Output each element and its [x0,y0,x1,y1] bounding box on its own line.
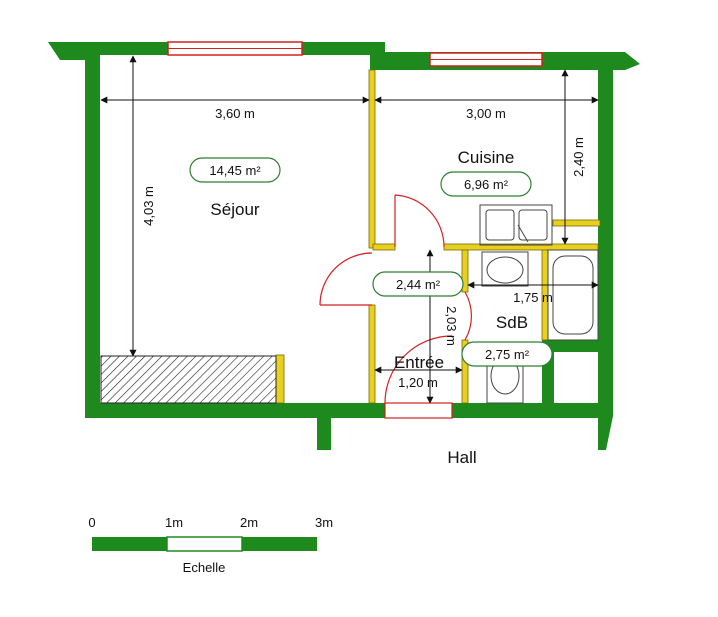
sdb-name: SdB [496,313,528,332]
hall-name: Hall [447,448,476,467]
bathtub [547,249,599,341]
scale-label: Echelle [183,560,226,575]
dim-sejour-depth: 4,03 m [141,186,156,226]
dim-cuisine-depth: 2,40 m [571,137,586,177]
area-badges [189,157,553,367]
dim-entree-width: 1,20 m [398,375,438,390]
windows [167,41,543,67]
scale-tick-0: 0 [88,515,95,530]
kitchen-sink [479,204,553,246]
dim-entree-depth: 2,03 m [444,306,459,346]
cuisine-name: Cuisine [458,148,515,167]
interior-partitions [275,69,601,404]
scale-bar: 0 1m 2m 3m Echelle [88,515,333,575]
sejour-name: Séjour [210,200,259,219]
entree-name: Entrée [394,353,444,372]
entree-area: 2,44 m² [396,277,441,292]
doors [319,194,472,419]
sejour-area: 14,45 m² [209,163,261,178]
dim-cuisine-width: 3,00 m [466,106,506,121]
dim-sejour-width: 3,60 m [215,106,255,121]
scale-tick-2: 2m [240,515,258,530]
scale-tick-1: 1m [165,515,183,530]
dimension-lines [100,55,599,404]
dim-sdb-width: 1,75 m [513,290,553,305]
sdb-area: 2,75 m² [485,347,530,362]
cuisine-area: 6,96 m² [464,177,509,192]
hatched-zone [100,355,277,404]
scale-tick-3: 3m [315,515,333,530]
